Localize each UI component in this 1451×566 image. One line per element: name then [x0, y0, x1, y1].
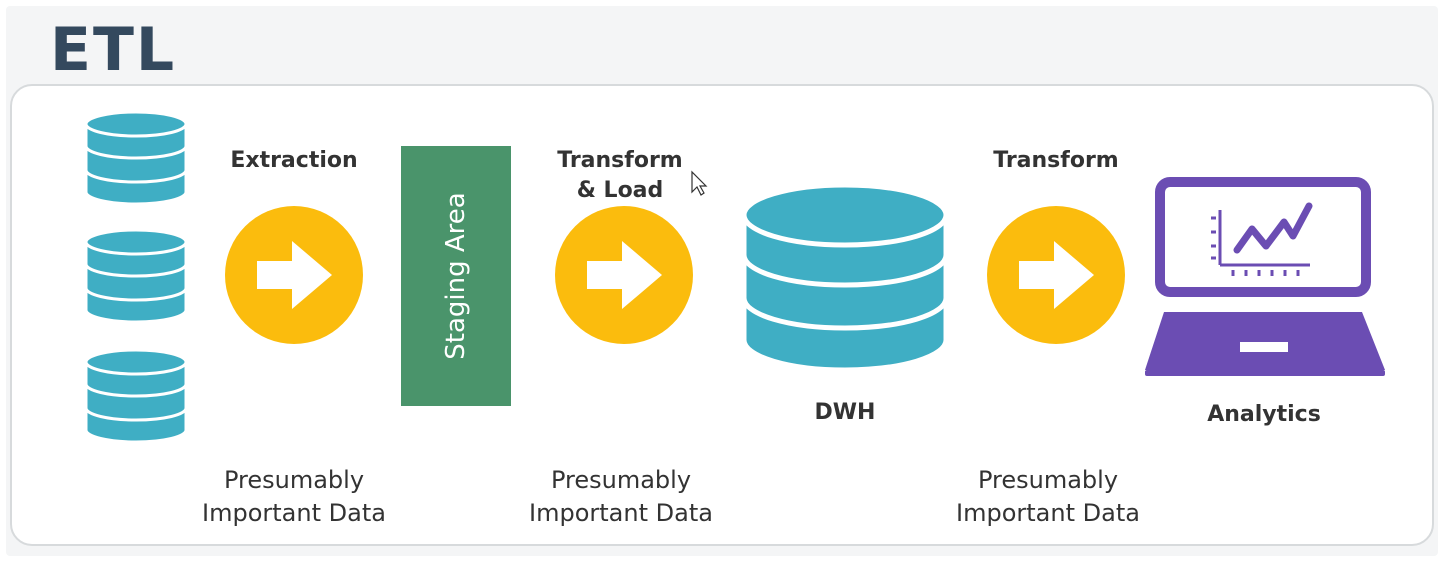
caption-3: Presumably Important Data [918, 464, 1178, 530]
arrow-right-circle-icon [987, 206, 1125, 344]
staging-area-label: Staging Area [441, 192, 471, 360]
transform-load-label-line1: Transform [557, 148, 683, 173]
caption-1: Presumably Important Data [164, 464, 424, 530]
diagram-title: ETL [50, 15, 177, 85]
caption-2-line1: Presumably [550, 466, 692, 494]
database-icon [84, 348, 188, 444]
mouse-cursor-icon [691, 170, 708, 196]
caption-2: Presumably Important Data [491, 464, 751, 530]
caption-1-line2: Important Data [202, 499, 386, 527]
arrow-right-circle-icon [225, 206, 363, 344]
caption-2-line2: Important Data [529, 499, 713, 527]
analytics-label: Analytics [1207, 402, 1321, 427]
extraction-label: Extraction [230, 148, 358, 173]
laptop-chart-icon [1145, 177, 1385, 376]
dwh-database-icon [741, 182, 949, 373]
transform-label: Transform [993, 148, 1119, 173]
caption-3-line1: Presumably [977, 466, 1119, 494]
dwh-label: DWH [814, 400, 876, 425]
transform-load-label-line2: & Load [576, 178, 664, 203]
caption-3-line2: Important Data [956, 499, 1140, 527]
transform-load-label: Transform & Load [535, 146, 705, 206]
arrow-right-circle-icon [555, 206, 693, 344]
database-icon [84, 110, 188, 206]
staging-area-box: Staging Area [401, 146, 511, 406]
database-icon [84, 228, 188, 324]
caption-1-line1: Presumably [223, 466, 365, 494]
